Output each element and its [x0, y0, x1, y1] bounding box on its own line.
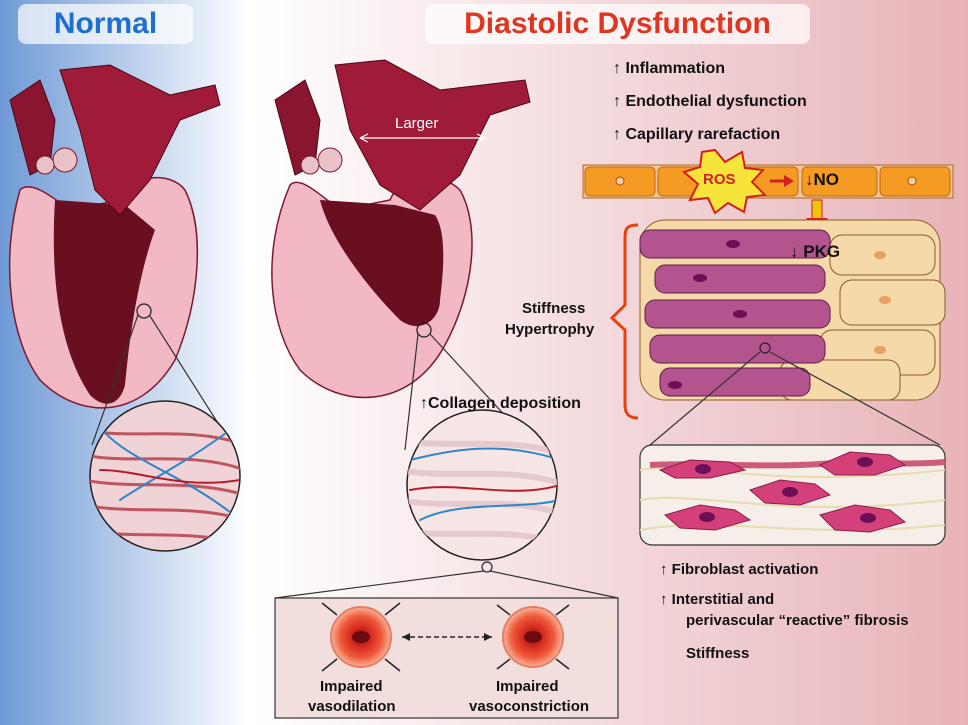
top-item-1-text: Inflammation	[625, 60, 726, 77]
dysfunction-tissue-circle	[406, 409, 558, 573]
up-arrow-icon: ↑	[660, 561, 668, 578]
pkg-label-wrap: ↓ PKG	[790, 242, 840, 262]
fibrosis-item-2: ↑ Interstitial and	[660, 591, 774, 608]
fibroblast-panel	[639, 444, 946, 546]
fibrosis-item-1-text: Fibroblast activation	[671, 561, 819, 578]
top-item-2: ↑ Endothelial dysfunction	[613, 93, 807, 111]
larger-label: Larger	[395, 115, 439, 132]
fibrosis-item-1: ↑ Fibroblast activation	[660, 561, 818, 578]
no-label-wrap: ↓NO	[805, 170, 839, 190]
up-arrow-icon: ↑	[420, 395, 428, 412]
top-item-3-text: Capillary rarefaction	[625, 126, 781, 143]
dysfunction-heart	[271, 59, 531, 399]
normal-title: Normal	[53, 7, 158, 40]
vessel-left-line1: Impaired	[320, 678, 383, 695]
no-label: NO	[813, 170, 840, 189]
collagen-label: Collagen deposition	[428, 395, 581, 412]
hypertrophy-label: Hypertrophy	[505, 321, 595, 338]
top-item-2-text: Endothelial dysfunction	[625, 93, 807, 110]
vessel-right-line1: Impaired	[496, 678, 559, 695]
normal-title-box: Normal	[18, 4, 193, 44]
cardiomyocyte-bundle	[639, 219, 946, 401]
normal-tissue-circle	[89, 400, 241, 552]
up-arrow-icon: ↑	[660, 591, 668, 608]
stiffness-label: Stiffness	[522, 300, 586, 317]
collagen-label-wrap: ↑Collagen deposition	[420, 395, 581, 413]
bracket	[609, 223, 639, 420]
ros-label: ROS	[703, 171, 736, 188]
dysfunction-title: Diastolic Dysfunction	[464, 7, 771, 40]
vessel-right-line2: vasoconstriction	[469, 698, 590, 715]
down-arrow-icon: ↓	[805, 170, 814, 189]
ros-burst	[681, 148, 768, 215]
vessel-left-line2: vasodilation	[308, 698, 396, 715]
up-arrow-icon: ↑	[613, 93, 621, 110]
top-item-1: ↑ Inflammation	[613, 60, 725, 78]
pkg-label: PKG	[803, 242, 841, 261]
down-arrow-icon: ↓	[790, 242, 799, 261]
fibrosis-item-3-text: perivascular “reactive” fibrosis	[686, 612, 909, 629]
vessel-panel	[274, 597, 619, 719]
up-arrow-icon: ↑	[613, 126, 621, 143]
normal-heart	[8, 64, 221, 409]
top-item-3: ↑ Capillary rarefaction	[613, 126, 780, 144]
dysfunction-title-box: Diastolic Dysfunction	[425, 4, 810, 44]
fibrosis-item-4-text: Stiffness	[686, 645, 750, 662]
up-arrow-icon: ↑	[613, 60, 621, 77]
fibrosis-item-2-text: Interstitial and	[671, 591, 775, 608]
